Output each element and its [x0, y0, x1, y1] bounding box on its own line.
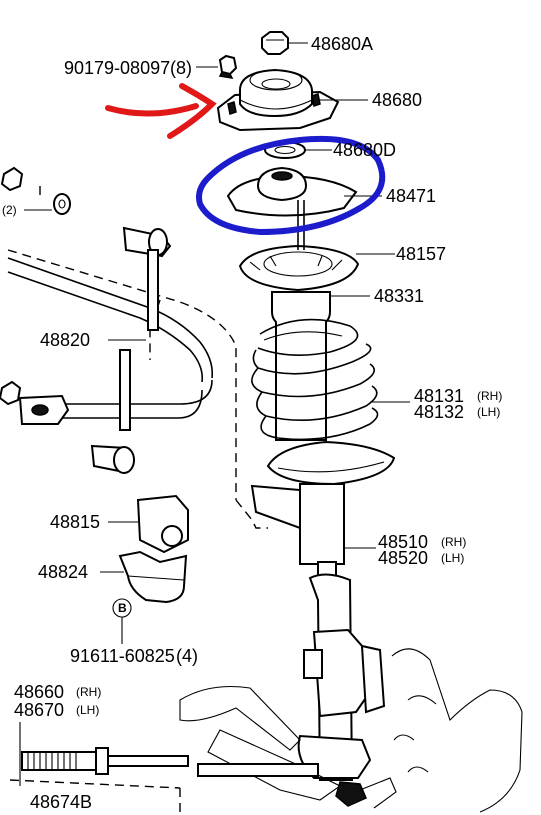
bumper-part	[238, 244, 395, 292]
bracket-part	[100, 550, 188, 604]
side-nut-part	[0, 166, 71, 406]
label-strut-lh-suffix: (LH)	[441, 551, 464, 565]
label-support: 48680	[372, 90, 422, 110]
red-arrow-annotation	[105, 83, 217, 139]
label-nut-qty: (8)	[170, 58, 192, 78]
insulator-part	[226, 166, 382, 217]
top-nut-part	[261, 31, 308, 55]
tie-rod-part	[9, 722, 319, 815]
support-part	[216, 68, 368, 132]
label-insulator: 48471	[386, 186, 436, 206]
strut-part	[250, 483, 386, 781]
spring-part	[251, 318, 410, 441]
label-link: 48820	[40, 330, 90, 350]
label-spring-lh-suffix: (LH)	[477, 405, 500, 419]
label-ball-lh-suffix: (LH)	[76, 703, 99, 717]
label-bolt-qty: (4)	[176, 646, 198, 666]
label-bolt-code: 91611-60825	[70, 646, 175, 666]
label-nut-code: 90179-08097	[64, 58, 170, 78]
small-nut-part	[196, 54, 238, 79]
label-spring-rh-suffix: (RH)	[477, 389, 502, 403]
label-rod: 48674B	[30, 792, 92, 812]
hand-outline	[391, 648, 523, 813]
link-part	[90, 226, 172, 474]
bushing-part	[108, 494, 189, 554]
label-spring-rh: 48131	[414, 386, 464, 406]
label-ball-lh: 48670	[14, 700, 64, 720]
label-top-nut: 48680A	[311, 34, 373, 54]
label-ball-rh: 48660	[14, 682, 64, 702]
label-ball-rh-suffix: (RH)	[76, 685, 101, 699]
blue-circle-annotation	[196, 135, 386, 236]
boot-part	[271, 291, 370, 441]
label-spring-lh: 48132	[414, 402, 464, 422]
label-strut-rh-suffix: (RH)	[441, 535, 466, 549]
label-bracket: 48824	[38, 562, 88, 582]
lower-arm-part	[179, 685, 397, 809]
label-side-qty: (2)	[2, 203, 17, 217]
label-bushing: 48815	[50, 512, 100, 532]
label-strut-rh: 48510	[378, 532, 428, 552]
label-bearing: 48680D	[333, 140, 396, 160]
label-ref-b: B	[118, 601, 127, 615]
spring-seat-part	[266, 440, 396, 486]
label-strut-lh: 48520	[378, 548, 428, 568]
label-boot: 48331	[374, 286, 424, 306]
b-marker	[112, 598, 132, 644]
label-bumper: 48157	[396, 244, 446, 264]
